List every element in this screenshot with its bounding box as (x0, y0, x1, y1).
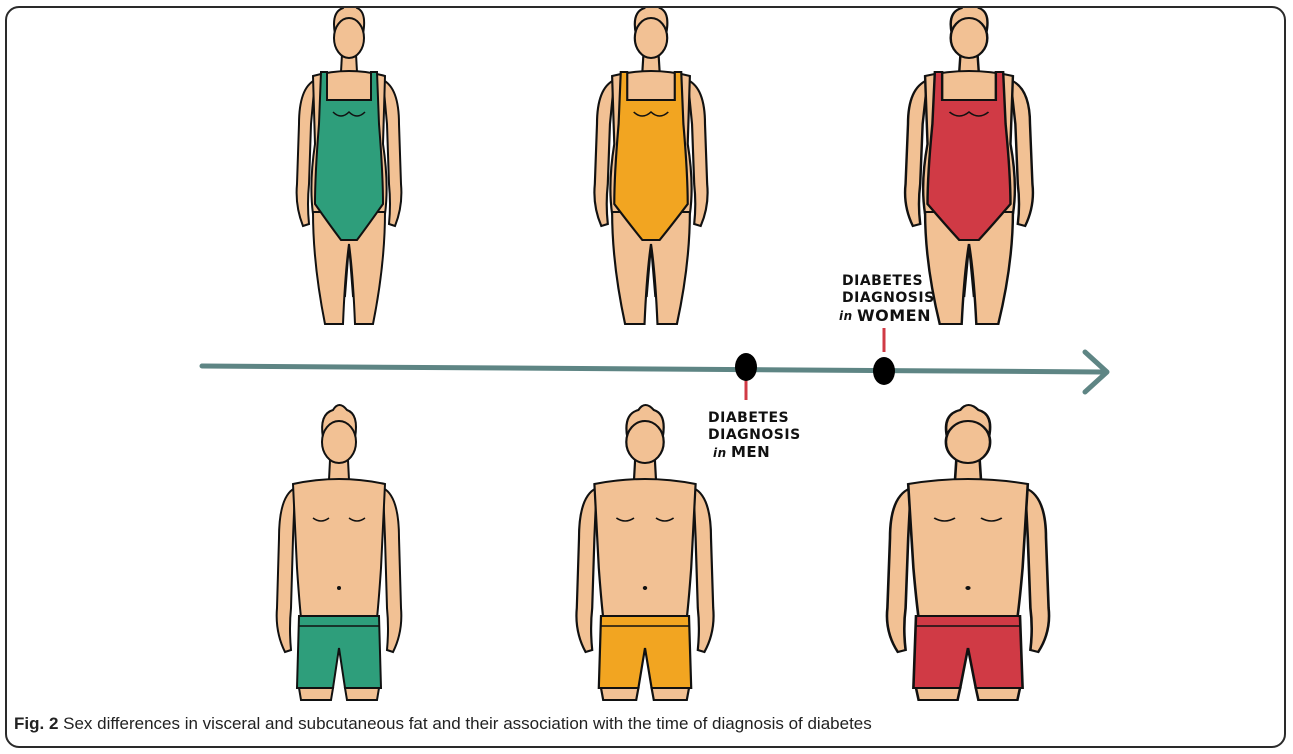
woman-figure-slim (297, 8, 402, 324)
figure-illustration: DIABETES DIAGNOSIS in WOMEN DIABETES DIA… (7, 8, 1286, 748)
men-diagnosis-dot (735, 353, 757, 381)
women-label-prefix: in (839, 309, 853, 323)
caption-text: Sex differences in visceral and subcutan… (58, 714, 871, 733)
figure-caption: Fig. 2 Sex differences in visceral and s… (14, 714, 872, 734)
figure-number: Fig. 2 (14, 714, 58, 733)
women-diagnosis-dot (873, 357, 895, 385)
men-label-line1: DIABETES (708, 410, 789, 426)
woman-figure-medium (594, 8, 707, 324)
men-label-line2: DIAGNOSIS (708, 427, 801, 443)
women-label-line1: DIABETES (842, 273, 923, 289)
women-label-line2: DIAGNOSIS (842, 290, 935, 306)
woman-figure-large (905, 8, 1033, 324)
men-diagnosis-label: DIABETES DIAGNOSIS in MEN (708, 410, 801, 461)
figure-frame: DIABETES DIAGNOSIS in WOMEN DIABETES DIA… (5, 6, 1286, 748)
man-figure-slim (277, 405, 402, 700)
women-label-word: WOMEN (857, 306, 931, 325)
men-label-word: MEN (731, 443, 770, 461)
man-figure-large (887, 405, 1049, 700)
men-label-prefix: in (713, 446, 727, 460)
women-diagnosis-label: DIABETES DIAGNOSIS in WOMEN (839, 273, 935, 325)
man-figure-medium (576, 405, 713, 700)
timeline (202, 352, 1107, 392)
